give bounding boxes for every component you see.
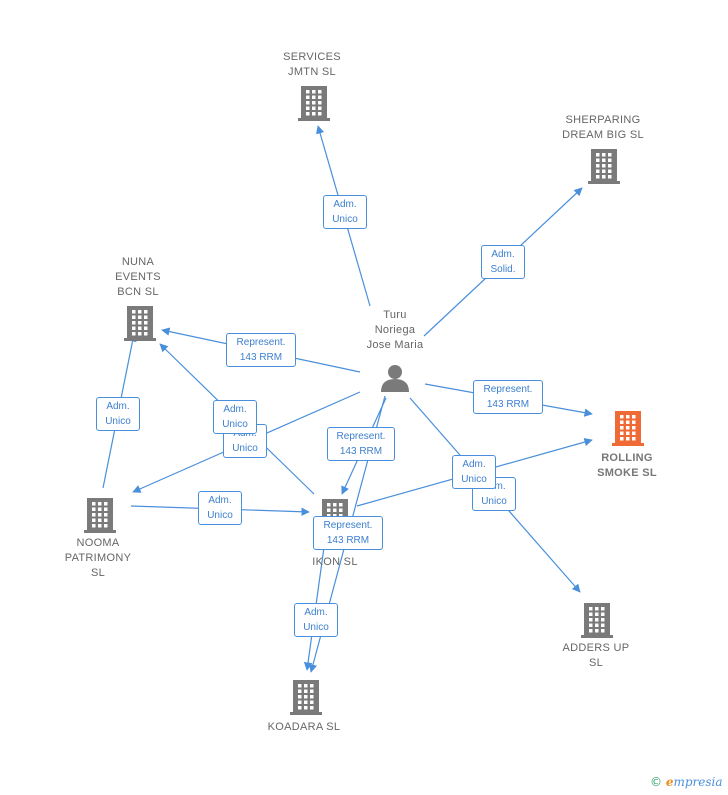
company-label-sherparing[interactable]: SHERPARING DREAM BIG SL — [562, 114, 644, 141]
relation-label-nooma-ikon[interactable]: Adm. Unico — [198, 491, 242, 525]
company-label-nuna[interactable]: NUNA EVENTS BCN SL — [115, 256, 161, 298]
copyright-symbol: © — [650, 775, 662, 789]
person-name-label: Turu Noriega Jose Maria — [366, 309, 424, 351]
relation-label-ikon-nuna[interactable]: Adm. Unico — [213, 400, 257, 434]
company-label-rolling[interactable]: ROLLING SMOKE SL — [597, 452, 657, 479]
footer-brand: © empresia — [650, 775, 723, 789]
company-label-services[interactable]: SERVICES JMTN SL — [283, 51, 341, 78]
person-icon[interactable] — [381, 365, 409, 392]
relation-label-nooma-nuna[interactable]: Adm. Unico — [96, 397, 140, 431]
relation-label-person-rolling[interactable]: Represent. 143 RRM — [473, 380, 543, 414]
building-icon-adders[interactable] — [581, 603, 613, 638]
building-icon-nuna[interactable] — [124, 306, 156, 341]
company-label-nooma[interactable]: NOOMA PATRIMONY SL — [64, 537, 132, 579]
relation-label-person-nuna[interactable]: Represent. 143 RRM — [226, 333, 296, 367]
relation-label-person-koadara[interactable]: Adm. Unico — [294, 603, 338, 637]
building-icon-nooma[interactable] — [84, 498, 116, 533]
relation-label-ikon-rolling[interactable]: Adm. Unico — [452, 455, 496, 489]
company-label-koadara[interactable]: KOADARA SL — [267, 721, 341, 733]
company-label-ikon[interactable]: IKON SL — [312, 556, 358, 568]
relation-label-ikon-koadara[interactable]: Represent. 143 RRM — [313, 516, 383, 550]
building-icon-services[interactable] — [298, 86, 330, 121]
brand-e: e — [665, 775, 674, 789]
relation-label-person-services[interactable]: Adm. Unico — [323, 195, 367, 229]
relation-label-person-sherparing[interactable]: Adm. Solid. — [481, 245, 525, 279]
building-icon-rolling[interactable] — [612, 411, 644, 446]
building-icon-koadara[interactable] — [290, 680, 322, 715]
brand-text: mpresia — [673, 775, 723, 789]
relation-label-person-ikon[interactable]: Represent. 143 RRM — [327, 427, 395, 461]
company-label-adders[interactable]: ADDERS UP SL — [562, 642, 630, 669]
building-icon-sherparing[interactable] — [588, 149, 620, 184]
